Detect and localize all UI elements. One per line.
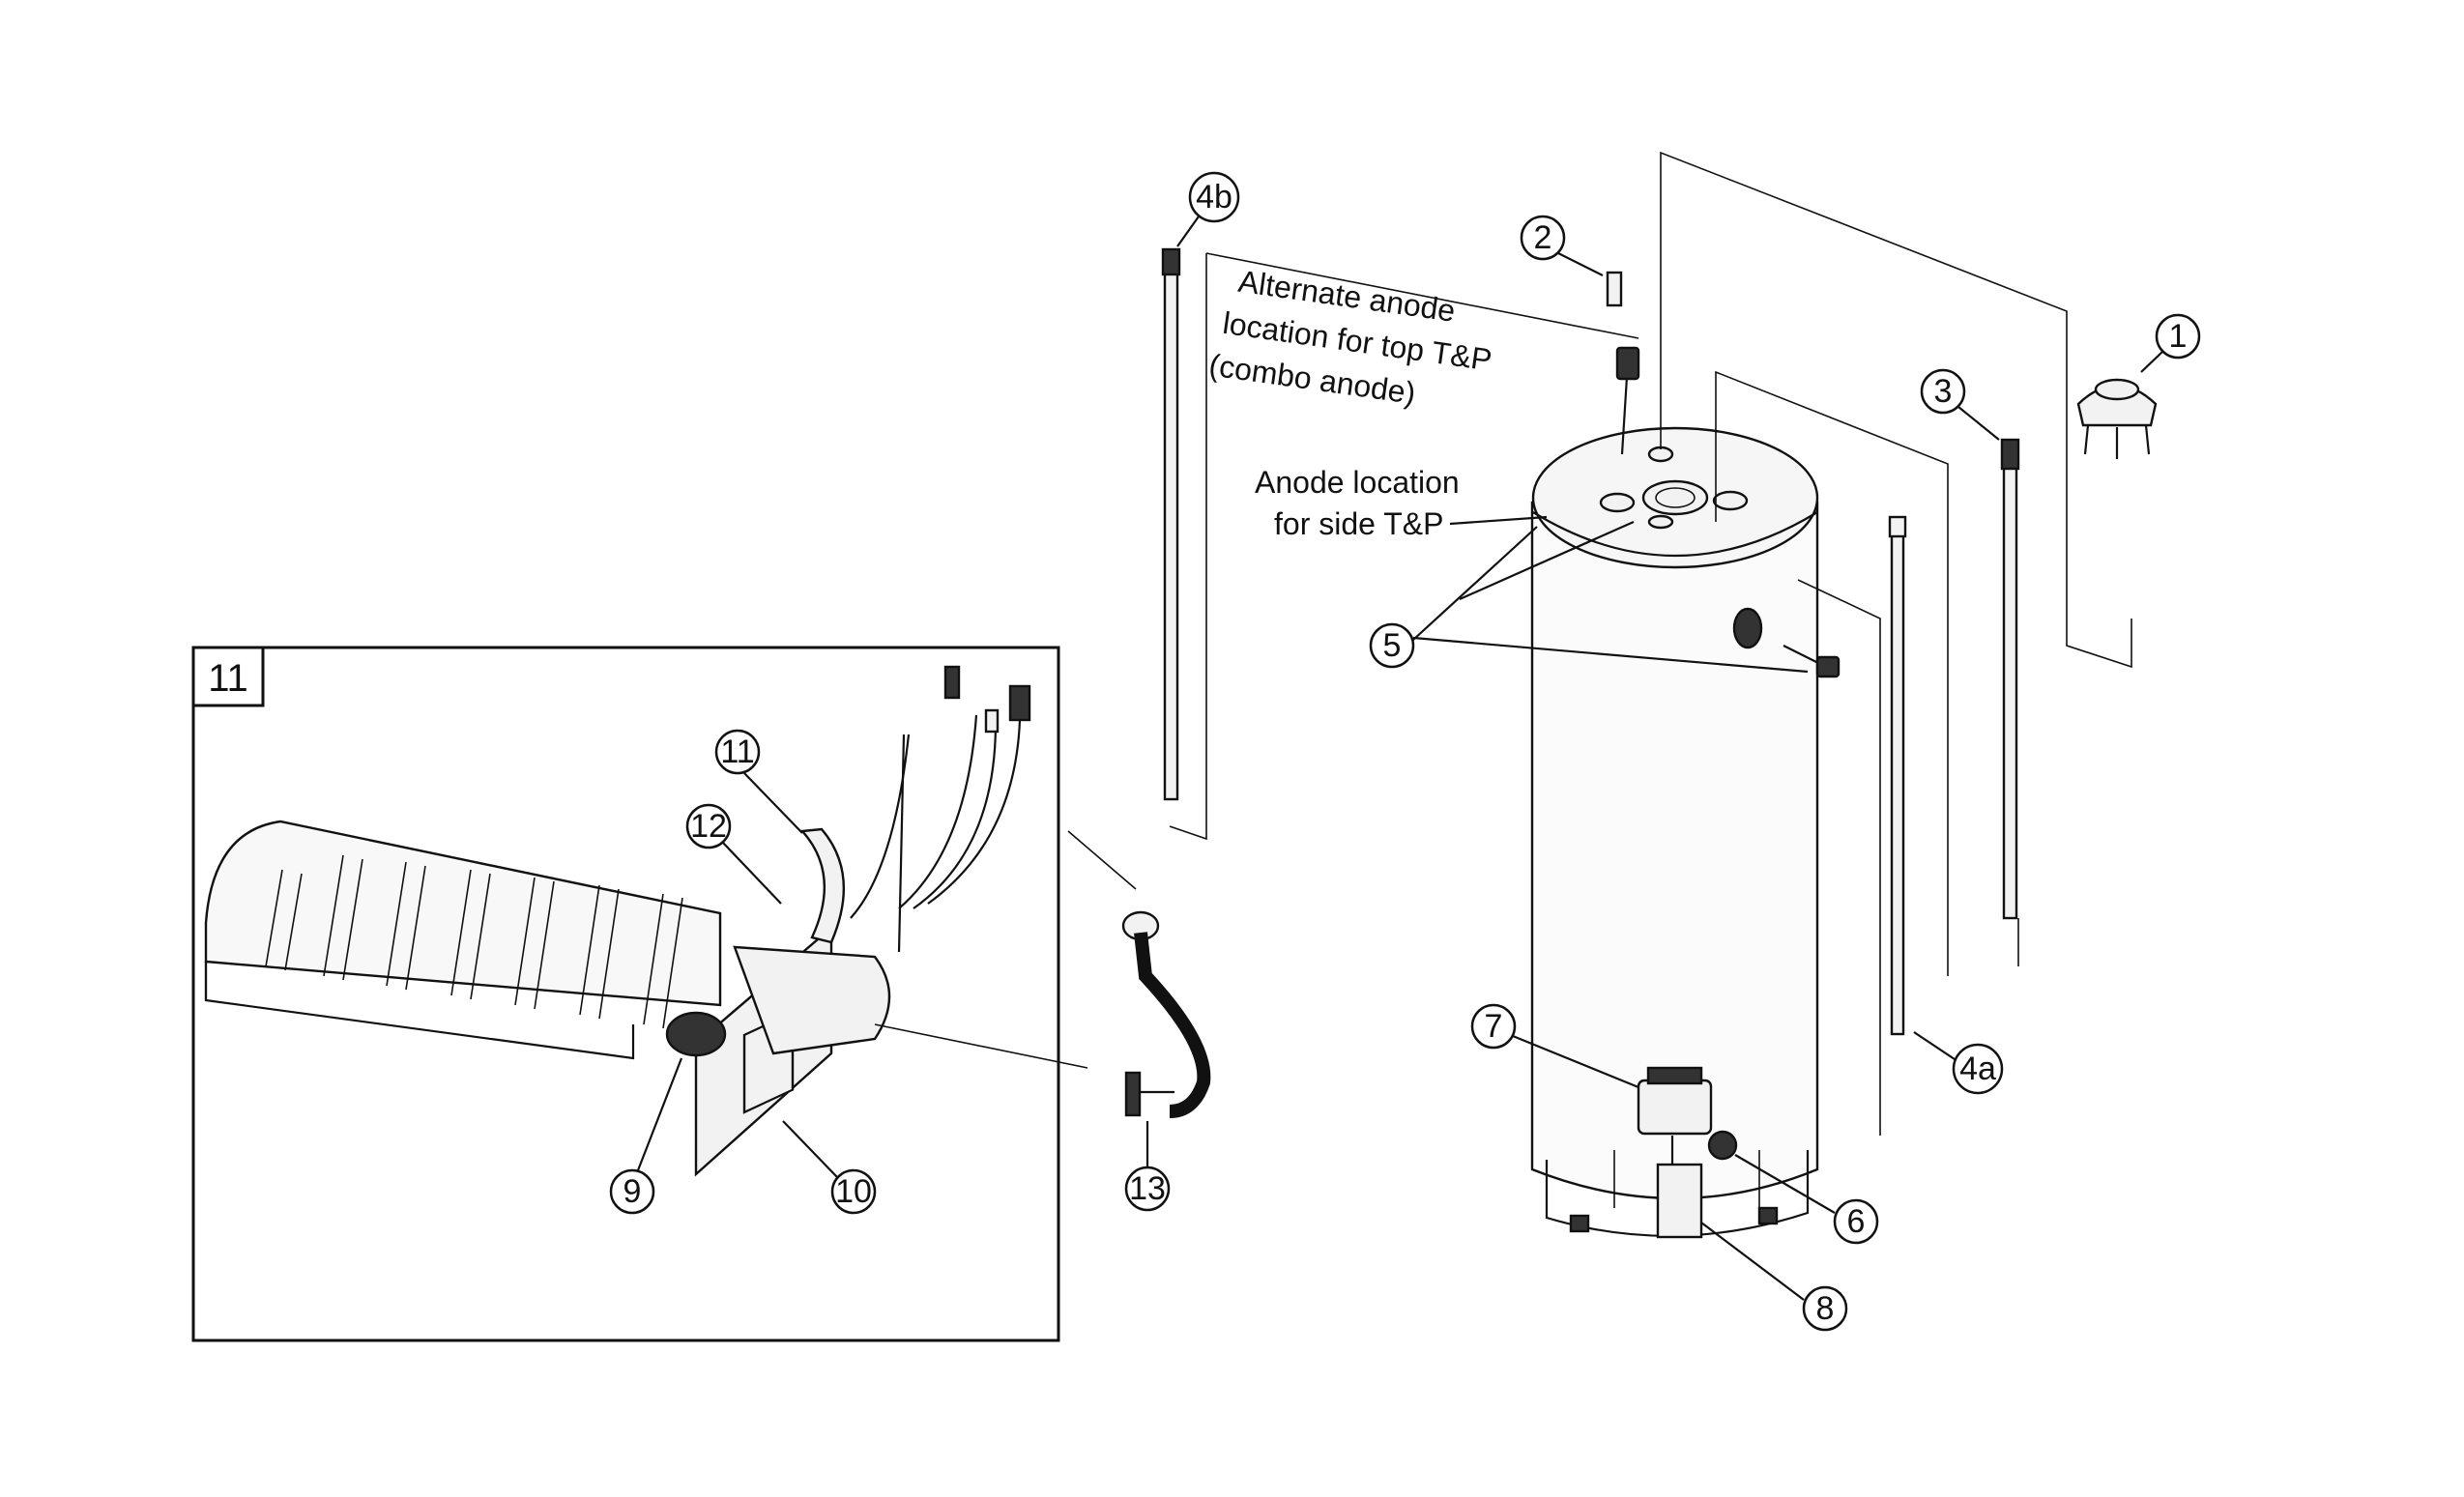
callout-1-label: 1	[2169, 318, 2188, 355]
water-heater-tank	[1530, 271, 1841, 1239]
callout-12: 12	[685, 803, 782, 905]
anode-side-note: Anode location for side T&P	[1255, 465, 1635, 601]
callout-bubbles: 1 2 3 4a 4b 5	[609, 171, 2201, 1332]
callout-10-label: 10	[835, 1173, 872, 1210]
callout-13: 13	[1124, 1121, 1171, 1212]
callout-8: 8	[1700, 1222, 1848, 1332]
callout-6: 6	[1734, 1154, 1879, 1245]
guide-lines	[1067, 151, 2132, 1136]
callout-5: 5	[1369, 526, 1809, 674]
anode-side-line-2: for side T&P	[1274, 506, 1443, 541]
flue-baffle-1	[2076, 378, 2158, 459]
alternate-anode-note: Alternate anode location for top T&P (co…	[1207, 264, 1494, 411]
inset-burner-assembly: 11	[191, 646, 1088, 1342]
anode-rod-3	[2000, 438, 2020, 920]
callout-11-label: 11	[720, 734, 754, 770]
callout-11: 11	[714, 729, 803, 834]
callout-4b-label: 4b	[1196, 179, 1232, 216]
callout-2-label: 2	[1534, 219, 1552, 256]
inset-label: 11	[208, 657, 248, 700]
callout-3-label: 3	[1934, 373, 1953, 410]
callout-13-label: 13	[1129, 1170, 1166, 1207]
anode-rod-4a	[1888, 515, 1907, 1036]
callout-4b: 4b	[1176, 171, 1240, 247]
callout-1: 1	[2140, 313, 2201, 373]
callout-4a-label: 4a	[1959, 1051, 1996, 1087]
callout-9: 9	[609, 1057, 683, 1215]
callout-12-label: 12	[690, 808, 727, 845]
callout-7: 7	[1470, 1003, 1639, 1089]
callout-4a: 4a	[1913, 1031, 2004, 1095]
callout-10: 10	[782, 1120, 877, 1215]
anode-side-line-1: Anode location	[1255, 465, 1460, 500]
callout-2: 2	[1520, 215, 1604, 276]
callout-5-label: 5	[1383, 627, 1402, 664]
anode-rod-4b	[1161, 247, 1181, 801]
callout-6-label: 6	[1847, 1203, 1866, 1240]
burner-ports	[265, 854, 683, 1029]
gas-supply-tube	[1121, 910, 1211, 1118]
callout-7-label: 7	[1485, 1008, 1503, 1045]
callout-9-label: 9	[623, 1173, 642, 1210]
callout-3: 3	[1920, 368, 2000, 441]
callout-8-label: 8	[1816, 1290, 1835, 1327]
